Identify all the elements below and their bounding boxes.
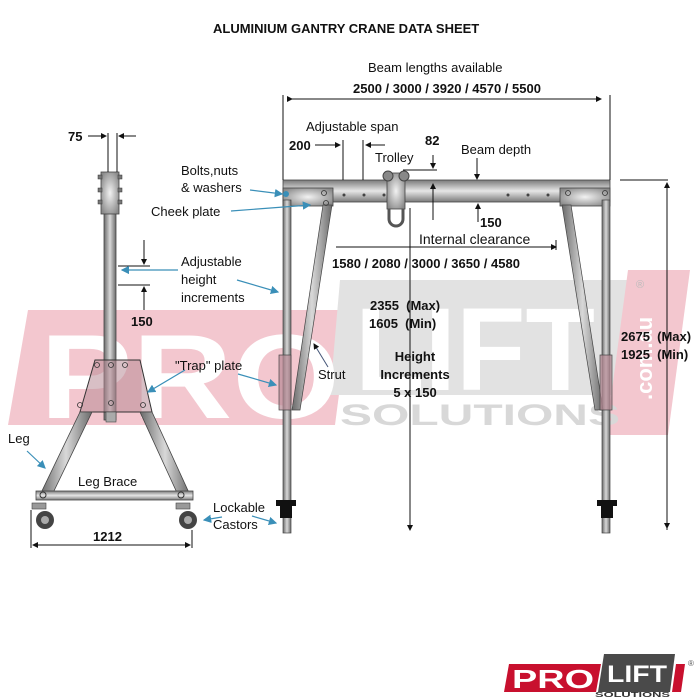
page-title: ALUMINIUM GANTRY CRANE DATA SHEET [213, 21, 480, 36]
height-increments-line3: 5 x 150 [393, 385, 437, 400]
side-view [31, 171, 197, 529]
internal-clearance-values: 1580 / 2080 / 3000 / 3650 / 4580 [332, 256, 520, 271]
adjustable-height-label: Adjustable height increments [181, 253, 245, 307]
leg-label: Leg [8, 431, 30, 446]
castors-line: Castors [213, 517, 258, 532]
lockable-line: Lockable [213, 500, 266, 515]
bolts-label: Bolts,nuts & washers [181, 162, 242, 196]
trap-plate-label: "Trap" plate [175, 358, 243, 373]
adjustable-span-label: Adjustable span [306, 119, 399, 134]
castors-label: Lockable Castors [213, 499, 265, 533]
beam-lengths-title: Beam lengths available [368, 60, 503, 75]
inner-height-max: 2355 (Max) [370, 298, 441, 313]
span-value: 200 [289, 138, 311, 153]
trolley-depth-value: 82 [425, 133, 440, 148]
adjustable-height-line1: Adjustable [181, 254, 242, 269]
overall-height-min: 1925 (Min) [621, 347, 689, 362]
inner-height-min: 1605 (Min) [369, 316, 437, 331]
height-increments-line2: Increments [380, 367, 450, 382]
adjustable-height-line3: increments [181, 290, 245, 305]
upright-width-value: 75 [68, 129, 83, 144]
svg-text:®: ® [688, 659, 694, 668]
leg-brace-label: Leg Brace [78, 474, 138, 489]
adjustable-height-line2: height [181, 272, 217, 287]
height-increments-label: Height Increments 5 x 150 [375, 348, 455, 402]
beam-lengths-values: 2500 / 3000 / 3920 / 4570 / 5500 [353, 81, 541, 96]
svg-text:PRO: PRO [512, 664, 594, 694]
svg-text:.com.au: .com.au [632, 317, 657, 400]
cheek-plate-label: Cheek plate [151, 204, 221, 219]
beam-depth-value: 150 [480, 215, 502, 230]
svg-text:®: ® [636, 279, 644, 291]
strut-label: Strut [318, 367, 346, 382]
front-view [276, 170, 617, 534]
base-width-value: 1212 [93, 529, 122, 544]
svg-text:SOLUTIONS: SOLUTIONS [595, 692, 671, 699]
beam-depth-label: Beam depth [461, 142, 532, 157]
internal-clearance-label: Internal clearance [419, 231, 531, 247]
bolts-line1: Bolts,nuts [181, 163, 239, 178]
increment-value: 150 [131, 314, 153, 329]
svg-text:LIFT: LIFT [355, 284, 595, 416]
bolts-line2: & washers [181, 180, 242, 195]
overall-height-max: 2675 (Max) [621, 329, 692, 344]
height-increments-line1: Height [394, 349, 436, 364]
svg-text:SOLUTIONS: SOLUTIONS [340, 399, 620, 432]
svg-text:LIFT: LIFT [607, 661, 667, 688]
trolley-label: Trolley [375, 150, 414, 165]
